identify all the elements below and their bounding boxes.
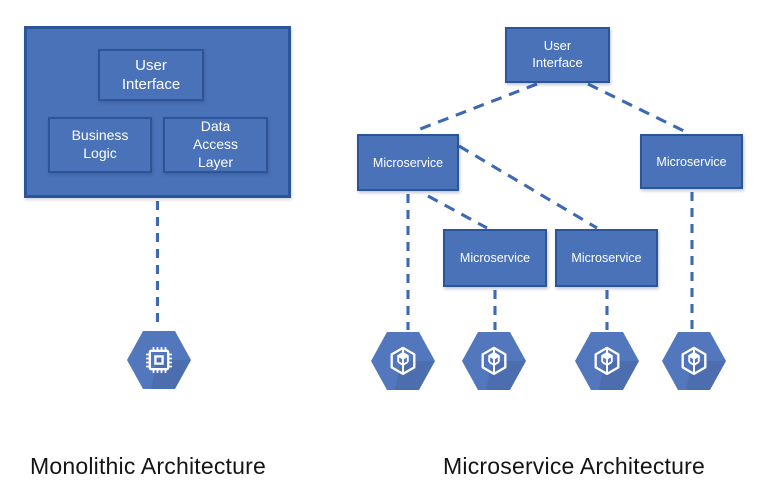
monolith-compute-node xyxy=(127,331,191,389)
microservice-node-4 xyxy=(662,332,726,390)
container-cube-icon xyxy=(481,346,507,376)
microservice-label: Microservice xyxy=(571,251,642,265)
hexagon-shape xyxy=(371,332,435,390)
container-cube-icon xyxy=(594,346,620,376)
monolith-caption: Monolithic Architecture xyxy=(30,453,266,479)
microservice-box-right: Microservice xyxy=(640,134,743,189)
connector-left-to-mid2-microservice xyxy=(458,144,598,230)
monolith-data-access-label: Data Access Layer xyxy=(192,118,239,170)
monolith-user-interface-box: User Interface xyxy=(98,49,204,101)
microservices-user-interface-label: User Interface xyxy=(532,38,583,70)
container-cube-icon xyxy=(681,346,707,376)
microservices-user-interface-box: User Interface xyxy=(505,27,610,83)
container-cube-icon xyxy=(390,346,416,376)
microservice-label: Microservice xyxy=(459,251,531,265)
microservice-node-2 xyxy=(462,332,526,390)
monolith-data-access-box: Data Access Layer xyxy=(163,117,268,173)
monolith-business-logic-box: Business Logic xyxy=(48,117,152,173)
connector-ui-to-left-microservice xyxy=(414,82,538,133)
hexagon-shape xyxy=(462,332,526,390)
connector-ui-to-right-microservice xyxy=(587,82,685,133)
microservice-node-3 xyxy=(575,332,639,390)
microservice-label: Microservice xyxy=(656,154,727,169)
microservice-label: Microservice xyxy=(372,155,444,170)
cpu-chip-icon xyxy=(146,347,172,373)
microservice-node-1 xyxy=(371,332,435,390)
microservice-box-mid-2: Microservice xyxy=(555,229,658,287)
microservice-box-mid-1: Microservice xyxy=(443,229,547,287)
connector-left-to-mid1-microservice xyxy=(427,194,488,230)
monolith-container: User Interface Business Logic Data Acces… xyxy=(24,26,291,198)
monolith-business-logic-label: Business Logic xyxy=(71,127,129,161)
hexagon-shape xyxy=(662,332,726,390)
hexagon-shape xyxy=(127,331,191,389)
monolith-user-interface-label: User Interface xyxy=(121,56,181,93)
microservice-box-left: Microservice xyxy=(357,134,459,191)
microservices-caption: Microservice Architecture xyxy=(443,453,705,479)
hexagon-shape xyxy=(575,332,639,390)
